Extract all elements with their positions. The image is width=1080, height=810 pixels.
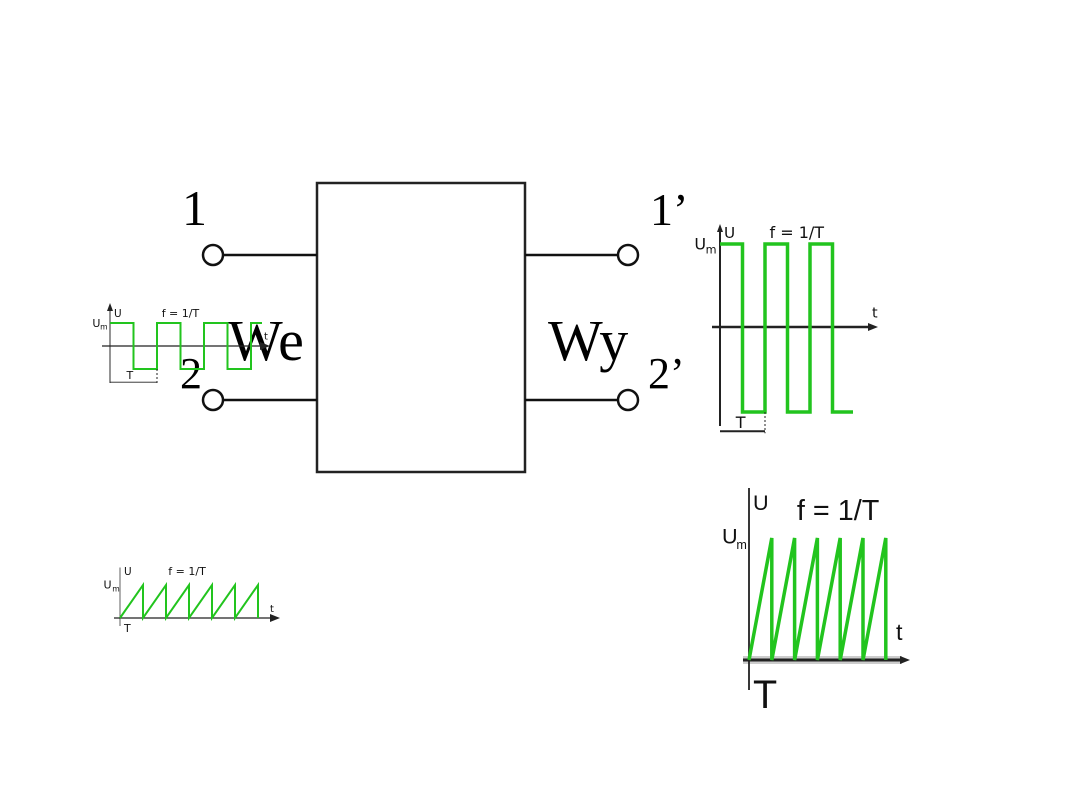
x-axis-label: t: [270, 604, 274, 615]
y-axis-arrow: [107, 303, 113, 311]
x-axis-label: t: [872, 305, 878, 321]
x-axis-arrow: [868, 323, 878, 331]
x-axis-arrow: [260, 342, 270, 350]
x-axis-arrow: [270, 614, 280, 622]
period-label: T: [735, 413, 746, 432]
period-label: T: [753, 673, 777, 717]
output-impedance-label: Wy: [548, 308, 628, 373]
square-wave-signal: [110, 322, 262, 370]
terminal-1-prime: [616, 243, 640, 267]
amplitude-label: U: [694, 235, 706, 254]
terminal-label-1: 1: [182, 180, 207, 236]
frequency-formula: f = 1/T: [162, 307, 200, 320]
period-label: T: [123, 622, 131, 635]
terminal-label-1-prime: 1’: [650, 184, 688, 235]
sawtooth-signal: [747, 537, 888, 661]
y-axis-arrow: [717, 224, 723, 232]
frequency-formula: f = 1/T: [797, 495, 879, 527]
x-axis-label: t: [896, 619, 903, 645]
y-axis-label: U: [124, 566, 132, 578]
amplitude-label-subscript: m: [100, 323, 108, 332]
y-axis-label: U: [753, 490, 769, 515]
terminal-1: [201, 243, 225, 267]
y-axis-label: U: [114, 308, 122, 320]
terminal-label-2: 2: [180, 349, 202, 398]
amplitude-label-subscript: m: [706, 244, 717, 257]
network-block: [315, 181, 527, 474]
amplitude-label: U: [722, 523, 738, 548]
frequency-formula: f = 1/T: [168, 565, 206, 578]
input-impedance-label: We: [228, 308, 304, 373]
frequency-formula: f = 1/T: [770, 223, 825, 242]
amplitude-label: U: [104, 578, 112, 591]
terminal-label-2-prime: 2’: [648, 349, 685, 398]
x-axis-arrow: [900, 656, 910, 664]
sawtooth-signal: [119, 581, 259, 622]
amplitude-label-subscript: m: [112, 585, 120, 594]
x-axis-label: t: [264, 331, 268, 342]
square-wave-signal: [720, 242, 853, 414]
terminal-2-prime: [616, 388, 640, 412]
period-label: T: [125, 369, 133, 382]
amplitude-label-subscript: m: [736, 538, 747, 552]
amplitude-label: U: [92, 317, 100, 330]
y-axis-label: U: [724, 224, 735, 242]
terminal-2: [201, 388, 225, 412]
